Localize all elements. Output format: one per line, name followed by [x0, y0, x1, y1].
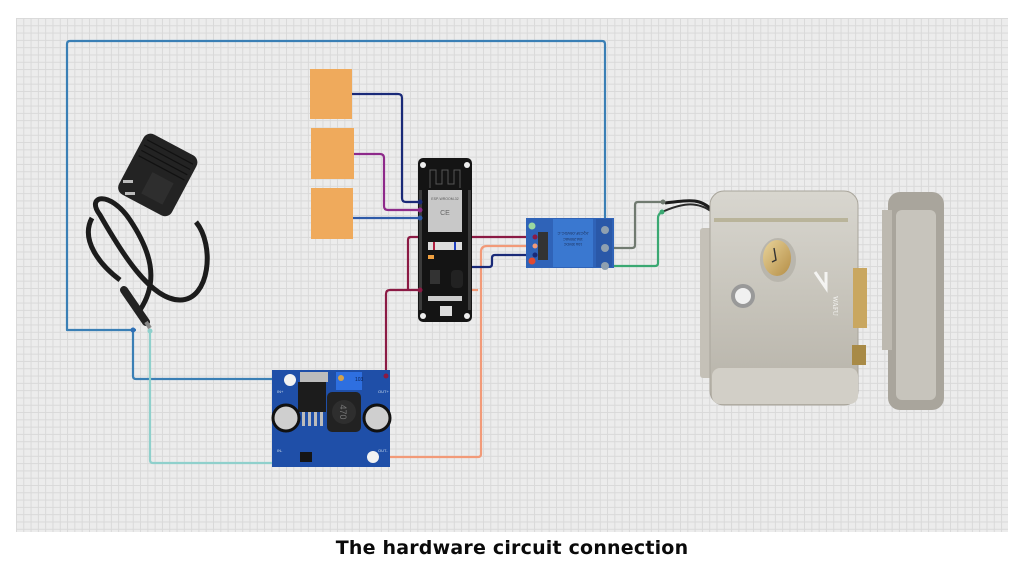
- svg-text:IN+: IN+: [277, 389, 284, 394]
- key-cylinder: [763, 240, 791, 276]
- relay-cube: [553, 219, 593, 267]
- adapter-cable: [92, 196, 210, 312]
- button-2[interactable]: [311, 128, 354, 179]
- wire-adapter-to-buck-in-minus[interactable]: [148, 331, 276, 465]
- svg-text:OUT-: OUT-: [378, 448, 388, 453]
- electric-door-lock: WAFU: [700, 190, 944, 410]
- wire-endpoints: [130, 199, 666, 379]
- svg-text:IN-: IN-: [277, 448, 283, 453]
- adapter-prong: [123, 180, 133, 183]
- figure-caption: The hardware circuit connection: [335, 537, 689, 559]
- wire-adapter-to-buck-in-plus[interactable]: [131, 331, 276, 381]
- mount-hole: [284, 374, 296, 386]
- svg-text:OUT+: OUT+: [378, 389, 389, 394]
- wire-esp32-to-relay-vcc[interactable]: [406, 235, 535, 290]
- wires: [65, 39, 665, 465]
- module-label: ESP-WROOM-32: [431, 197, 458, 201]
- capacitor-out: [362, 403, 392, 433]
- svg-text:103: 103: [355, 377, 364, 383]
- wire-relay-no-to-lock[interactable]: [612, 211, 663, 268]
- wire-buck-gnd-to-relay-gnd[interactable]: [389, 244, 535, 459]
- esp32-board: ESP-WROOM-32 CE: [418, 158, 472, 322]
- wire-button2-to-esp32[interactable]: [353, 152, 420, 212]
- lm2596-chip: [298, 382, 326, 412]
- svg-text:470: 470: [338, 404, 348, 419]
- svg-text:JQC3F-05VDC-C: JQC3F-05VDC-C: [557, 231, 588, 236]
- wire-buck-out-to-esp32-vin[interactable]: [384, 288, 420, 377]
- adapter-prong: [125, 192, 135, 195]
- lock-cable: [664, 199, 714, 212]
- buck-converter: 470 103 IN+ IN- OUT+ OUT-: [271, 370, 392, 467]
- svg-text:CE: CE: [440, 210, 450, 217]
- power-adapter: [85, 133, 210, 330]
- wire-relay-com-to-lock[interactable]: [612, 200, 665, 250]
- push-buttons: [310, 69, 354, 239]
- capacitor-in: [271, 403, 301, 433]
- svg-text:10A 250VAC: 10A 250VAC: [563, 237, 583, 241]
- relay-status-led: [528, 257, 536, 265]
- usb-port: [440, 306, 452, 316]
- wire-adapter-to-relay[interactable]: [65, 39, 607, 332]
- terminal-nc[interactable]: [601, 226, 609, 234]
- latch-bolt: [853, 268, 867, 328]
- release-button[interactable]: [735, 288, 751, 304]
- lock-brand: WAFU: [831, 296, 839, 316]
- terminal-com[interactable]: [601, 244, 609, 252]
- dc-barrel-plug: [120, 286, 150, 326]
- wire-esp32-signal-to-relay-in[interactable]: [465, 253, 535, 269]
- terminal-no[interactable]: [601, 262, 609, 270]
- mount-hole: [367, 451, 379, 463]
- button-1[interactable]: [310, 69, 352, 119]
- svg-text:10A 30VDC: 10A 30VDC: [563, 242, 582, 246]
- button-3[interactable]: [311, 188, 353, 239]
- relay-power-led: [528, 222, 536, 230]
- relay-module: JQC3F-05VDC-C 10A 250VAC 10A 30VDC: [526, 218, 614, 270]
- esp32-module: [428, 190, 462, 232]
- wire-button1-to-esp32[interactable]: [352, 92, 420, 204]
